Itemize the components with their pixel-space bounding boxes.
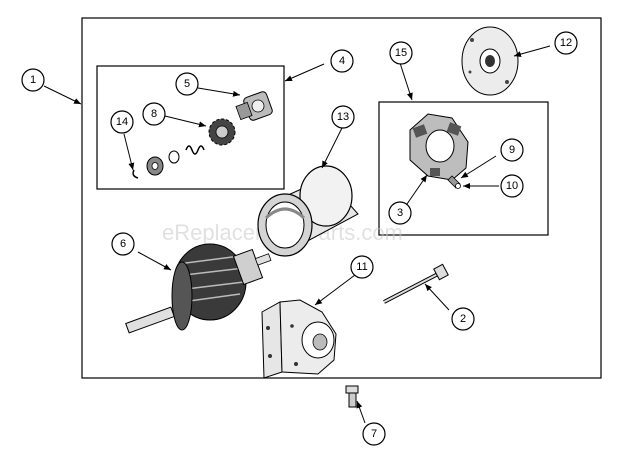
callout-8: 8 xyxy=(142,102,166,126)
callout-7: 7 xyxy=(362,422,386,446)
svg-text:8: 8 xyxy=(151,108,157,120)
callout-12: 12 xyxy=(554,31,578,55)
svg-text:13: 13 xyxy=(337,111,349,123)
callout-11: 11 xyxy=(350,255,374,279)
svg-text:7: 7 xyxy=(371,428,377,440)
callout-6: 6 xyxy=(111,232,135,256)
callout-4: 4 xyxy=(330,49,354,73)
end-cap-part xyxy=(461,26,519,96)
callout-15: 15 xyxy=(389,41,413,65)
armature-part xyxy=(125,243,272,334)
svg-text:5: 5 xyxy=(184,78,190,90)
svg-text:15: 15 xyxy=(395,47,407,59)
drive-subassembly-frame xyxy=(96,65,285,190)
svg-text:6: 6 xyxy=(120,238,126,250)
svg-text:10: 10 xyxy=(506,180,518,192)
callout-2: 2 xyxy=(451,307,475,331)
leader-lines xyxy=(43,45,551,424)
svg-text:3: 3 xyxy=(397,207,403,219)
callout-13: 13 xyxy=(331,105,355,129)
svg-text:1: 1 xyxy=(30,74,36,86)
callout-10: 10 xyxy=(500,174,524,198)
assembly-frame xyxy=(81,17,602,379)
callouts: 1 2 3 4 5 6 7 8 9 10 11 12 13 14 15 xyxy=(21,31,578,446)
svg-text:2: 2 xyxy=(460,313,466,325)
drive-parts xyxy=(132,91,273,179)
callout-5: 5 xyxy=(175,72,199,96)
svg-text:12: 12 xyxy=(560,37,572,49)
screw-part xyxy=(345,385,359,408)
field-housing-part xyxy=(257,165,359,257)
svg-text:4: 4 xyxy=(339,55,345,67)
callout-14: 14 xyxy=(110,110,134,134)
callout-9: 9 xyxy=(500,138,524,162)
brush-holder-subassembly-frame xyxy=(378,101,549,236)
callout-1: 1 xyxy=(21,68,45,92)
callout-3: 3 xyxy=(388,201,412,225)
svg-text:14: 14 xyxy=(116,116,128,128)
svg-text:11: 11 xyxy=(356,261,367,273)
brush-holder-part xyxy=(409,113,469,189)
drive-end-bracket-part xyxy=(261,299,337,379)
svg-text:9: 9 xyxy=(509,144,515,156)
through-bolt-part xyxy=(383,263,449,304)
